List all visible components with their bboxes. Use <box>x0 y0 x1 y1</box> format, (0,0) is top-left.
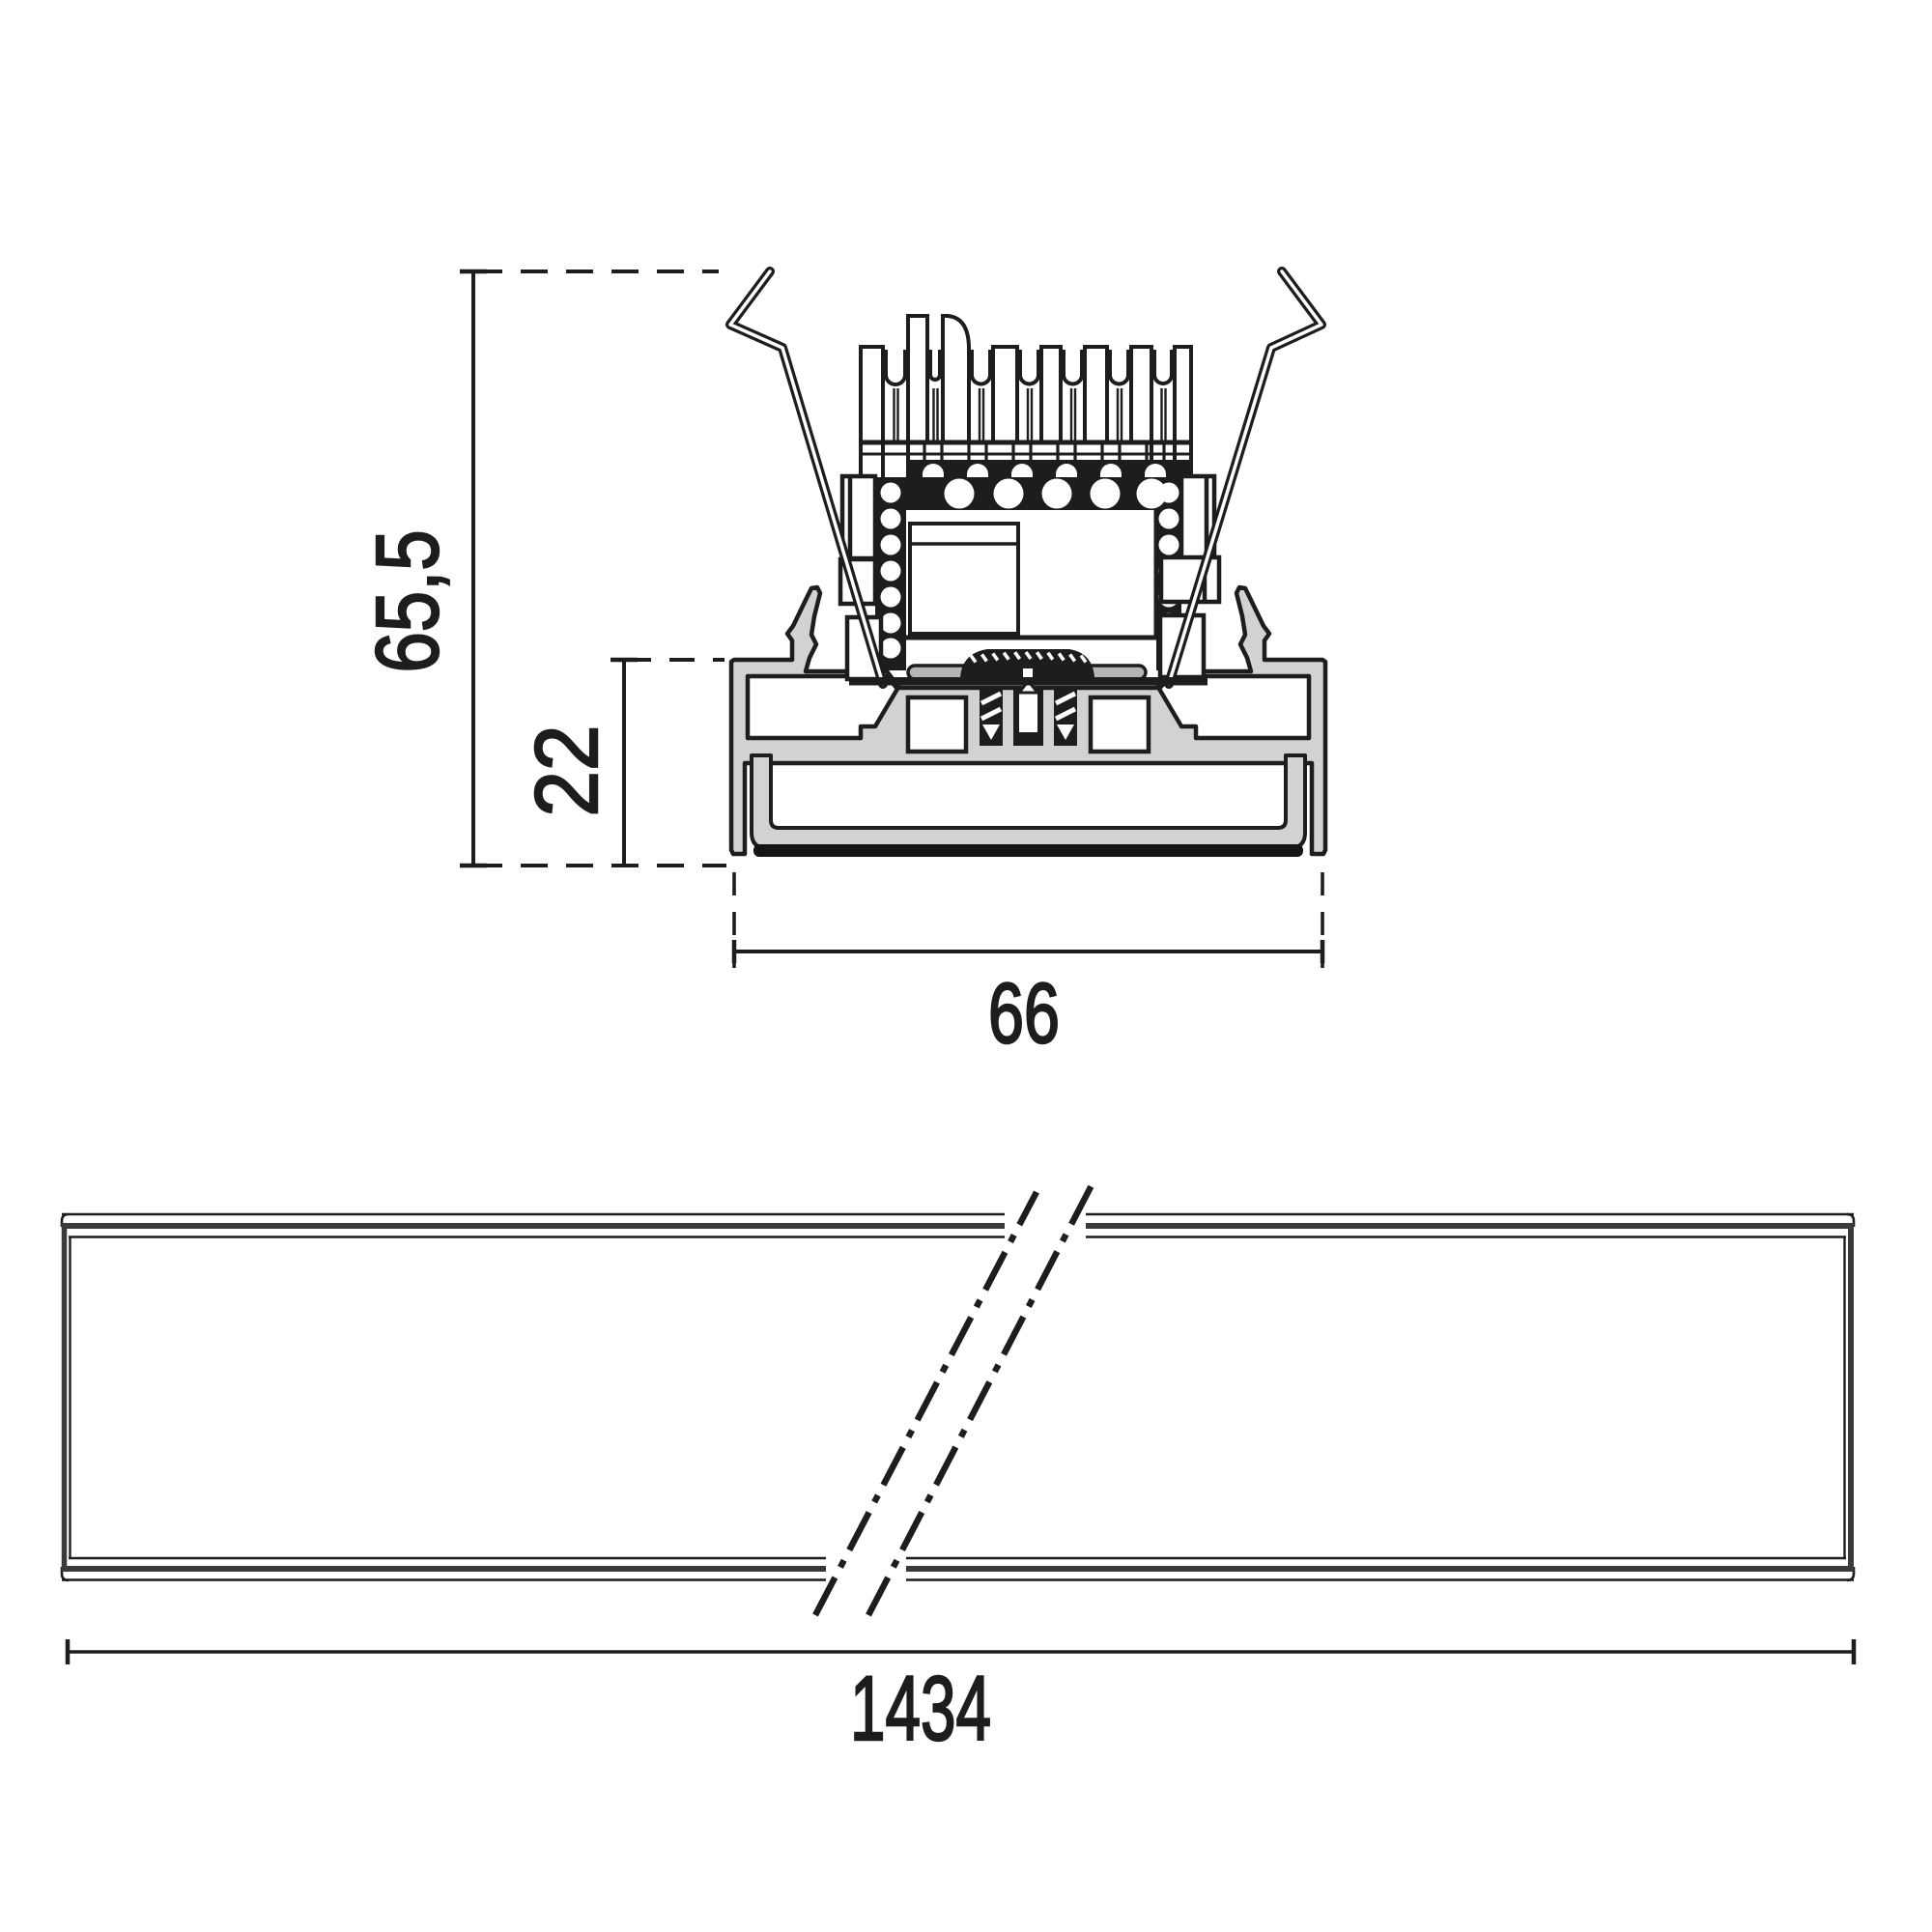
svg-text:22: 22 <box>518 725 616 817</box>
svg-text:66: 66 <box>988 965 1060 1061</box>
svg-text:65,5: 65,5 <box>358 530 457 673</box>
svg-text:1434: 1434 <box>850 1658 991 1760</box>
